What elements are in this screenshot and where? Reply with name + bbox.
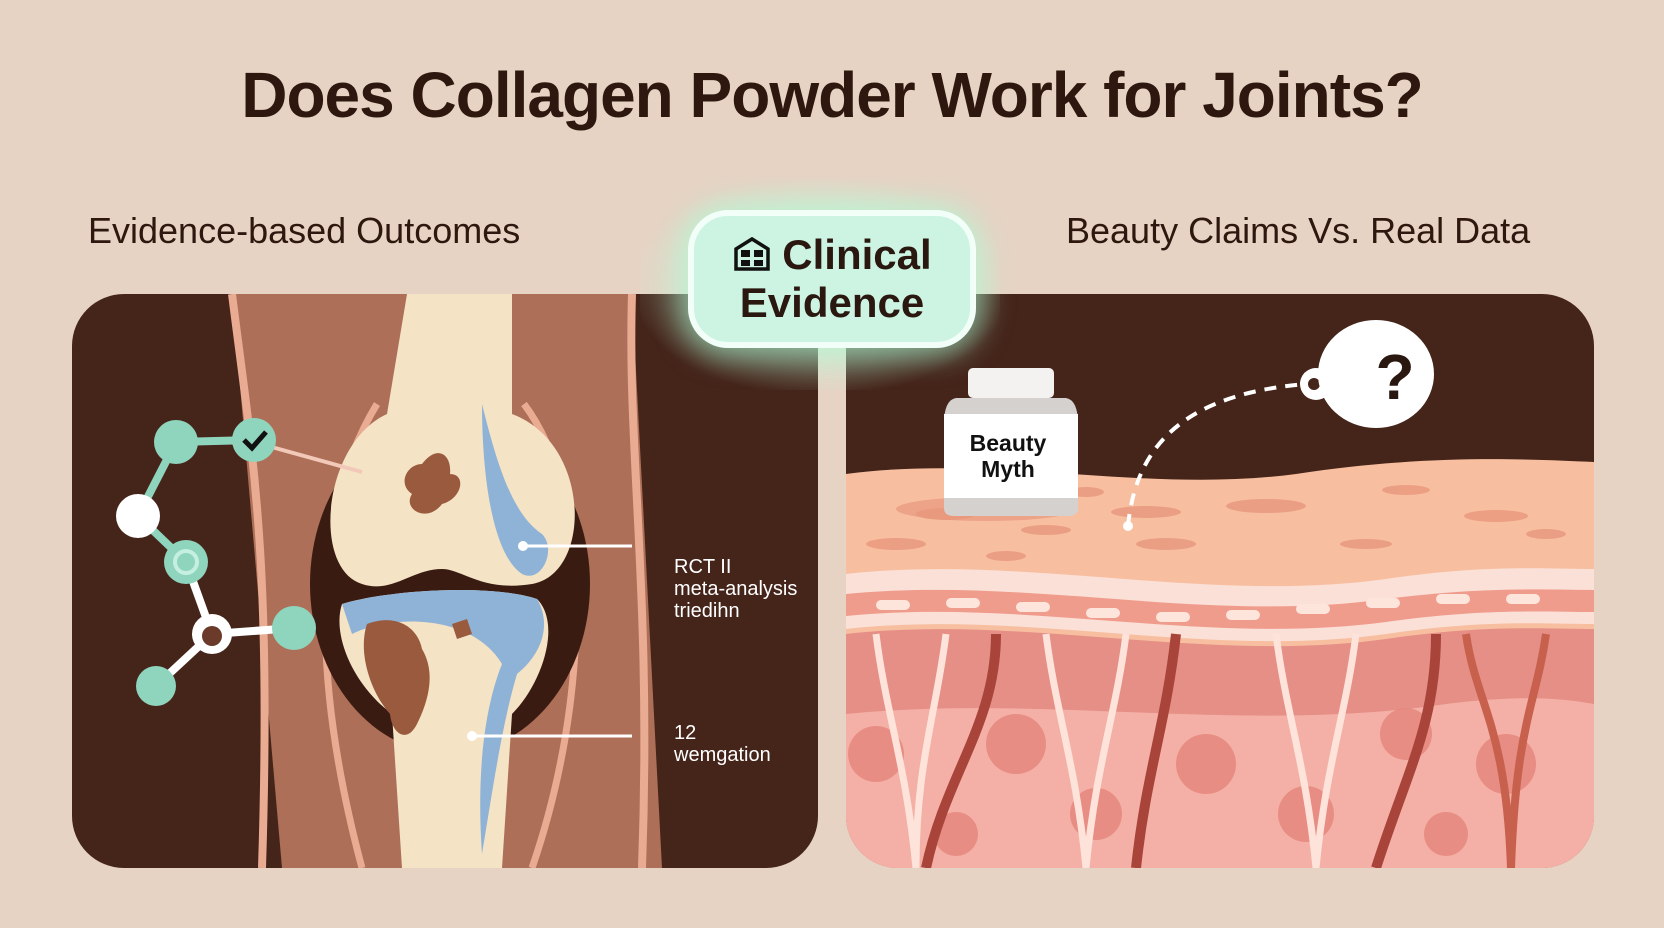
annotation-line: meta-analysis: [674, 578, 798, 600]
page-title: Does Collagen Powder Work for Joints?: [241, 59, 1424, 131]
badge-line-2: Evidence: [739, 279, 925, 326]
checkmark-icon: [242, 430, 268, 452]
left-section-heading: Evidence-based Outcomes: [88, 210, 521, 251]
annotation-line: triedihn: [674, 600, 740, 622]
annotation-rct: RCT II meta-analysis triedihn: [674, 556, 797, 622]
bottle-label-line: Beauty: [969, 430, 1047, 456]
supplement-bottle-icon: [896, 368, 1078, 521]
annotation-12: 12 wemgation: [674, 722, 771, 766]
question-bubble-icon: [1300, 320, 1434, 428]
skin-layers-panel: [846, 294, 1594, 868]
skin-layers-illustration: [846, 320, 1594, 868]
molecule-chain-icon: [116, 418, 363, 706]
question-mark: ?: [1375, 341, 1415, 413]
badge-line-1: Clinical: [782, 231, 932, 278]
right-section-heading: Beauty Claims Vs. Real Data: [1066, 210, 1531, 251]
knee-joint-illustration: [116, 294, 662, 868]
clinical-evidence-badge: Clinical Evidence: [688, 210, 976, 348]
bottle-label-line: Myth: [981, 456, 1035, 482]
knee-joint-panel: [72, 294, 818, 868]
annotation-line: wemgation: [674, 744, 771, 766]
annotation-line: RCT II: [674, 556, 732, 578]
clinic-building-icon: [734, 236, 771, 271]
annotation-line: 12: [674, 722, 697, 744]
bottle-label: Beauty Myth: [960, 430, 1056, 482]
